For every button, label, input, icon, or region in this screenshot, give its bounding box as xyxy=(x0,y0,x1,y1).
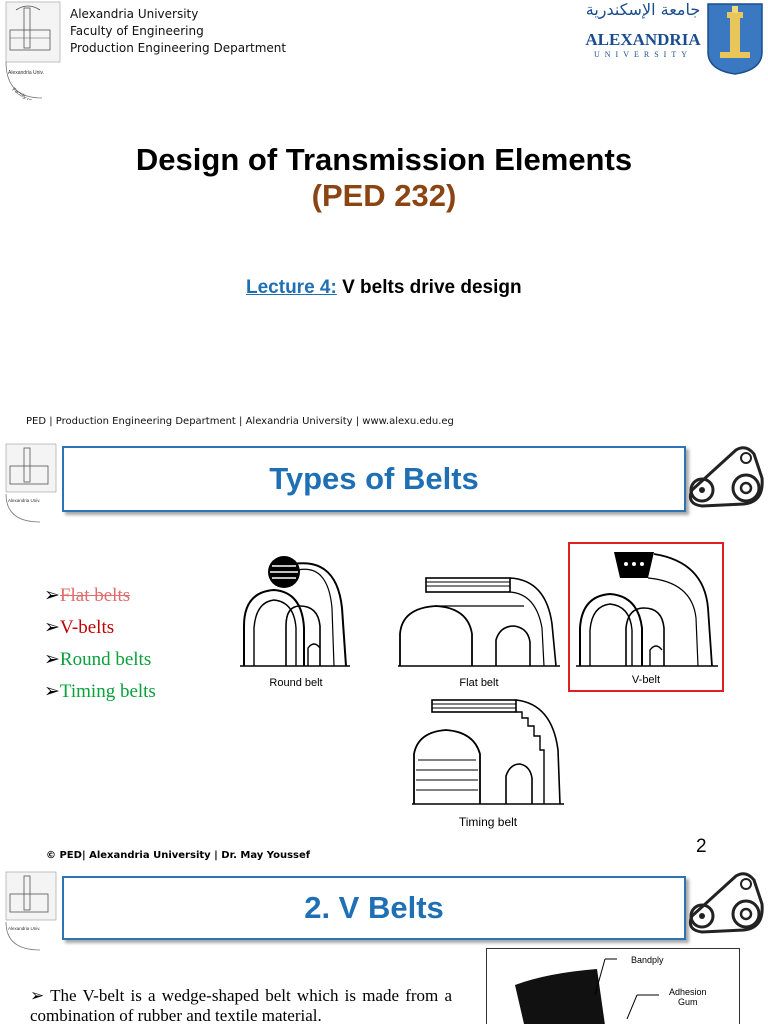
lecture-link[interactable]: Lecture 4: xyxy=(246,277,337,298)
faculty-logo: Alexandria Univ. Faculty of Eng. xyxy=(5,1,61,100)
list-item: ➢V-belts xyxy=(44,617,115,638)
logo-name: ALEXANDRIA xyxy=(585,30,701,49)
logo-arabic-text: جامعة الإسكندرية xyxy=(585,0,701,19)
belt-drive-icon xyxy=(688,446,764,508)
lecture-topic: V belts drive design xyxy=(342,277,522,298)
bullet-mark: ➢ xyxy=(30,986,51,1005)
svg-text:Alexandria Univ.: Alexandria Univ. xyxy=(8,70,44,76)
flat-belt-figure: Flat belt xyxy=(396,574,562,690)
flat-belt-illustration xyxy=(398,577,560,667)
v-belt-section-diagram: Bandply Adhesion Gum xyxy=(486,948,740,1024)
slide-footer: PED | Production Engineering Department … xyxy=(26,416,454,427)
slide-v-belts: Alexandria Univ. 2. V Belts ➢ The V-belt… xyxy=(0,866,768,1024)
timing-belt-illustration xyxy=(412,699,564,805)
slide-footer: © PED| Alexandria University | Dr. May Y… xyxy=(46,850,311,861)
v-belt-description: ➢ The V-belt is a wedge-shaped belt whic… xyxy=(30,986,452,1024)
list-item: ➢Timing belts xyxy=(44,681,156,702)
slide-types-of-belts: Alexandria Univ. Types of Belts ➢Flat be… xyxy=(0,440,768,865)
page-number: 2 xyxy=(696,836,707,857)
logo-subtitle: UNIVERSITY xyxy=(594,50,692,59)
course-title: Design of Transmission Elements xyxy=(135,142,633,177)
list-item: ➢Flat belts xyxy=(44,585,131,606)
paragraph-text: The V-belt is a wedge-shaped belt which … xyxy=(30,986,452,1024)
header-block: Alexandria University Faculty of Enginee… xyxy=(70,6,286,57)
round-belt-illustration xyxy=(240,556,350,667)
list-item: ➢Round belts xyxy=(44,649,152,670)
university-name: Alexandria University xyxy=(70,7,199,21)
belt-section-illustration xyxy=(515,958,659,1024)
label-adhesion: Adhesion Gum xyxy=(669,987,707,1007)
course-code: (PED 232) xyxy=(311,178,457,213)
lighthouse-shield-icon xyxy=(707,3,763,75)
lecture-line: Lecture 4: V belts drive design xyxy=(246,277,522,299)
flat-belt-caption: Flat belt xyxy=(459,677,499,689)
v-belt-illustration xyxy=(576,552,718,667)
round-belt-figure: Round belt xyxy=(238,548,354,690)
svg-text:Alexandria Univ.: Alexandria Univ. xyxy=(8,498,40,503)
v-belt-figure: V-belt xyxy=(568,542,724,692)
round-belt-caption: Round belt xyxy=(269,677,323,689)
slide-title: Alexandria Univ. Faculty of Eng. Alexand… xyxy=(0,0,768,440)
faculty-logo-small: Alexandria Univ. xyxy=(5,443,57,523)
timing-belt-caption: Timing belt xyxy=(458,815,518,829)
label-bandply: Bandply xyxy=(631,955,664,965)
slide-heading: Types of Belts xyxy=(62,446,686,512)
faculty-name: Faculty of Engineering xyxy=(70,24,204,38)
timing-belt-figure: Timing belt xyxy=(410,696,566,830)
slide-heading: 2. V Belts xyxy=(62,876,686,940)
belt-types-list: ➢Flat belts ➢V-belts ➢Round belts ➢Timin… xyxy=(44,580,156,708)
university-logo: جامعة الإسكندرية ALEXANDRIA UNIVERSITY xyxy=(584,0,766,78)
department-name: Production Engineering Department xyxy=(70,41,287,55)
faculty-logo-small: Alexandria Univ. xyxy=(5,871,57,951)
svg-text:Alexandria Univ.: Alexandria Univ. xyxy=(8,926,40,931)
v-belt-caption: V-belt xyxy=(631,674,661,686)
belt-drive-icon xyxy=(688,872,764,934)
